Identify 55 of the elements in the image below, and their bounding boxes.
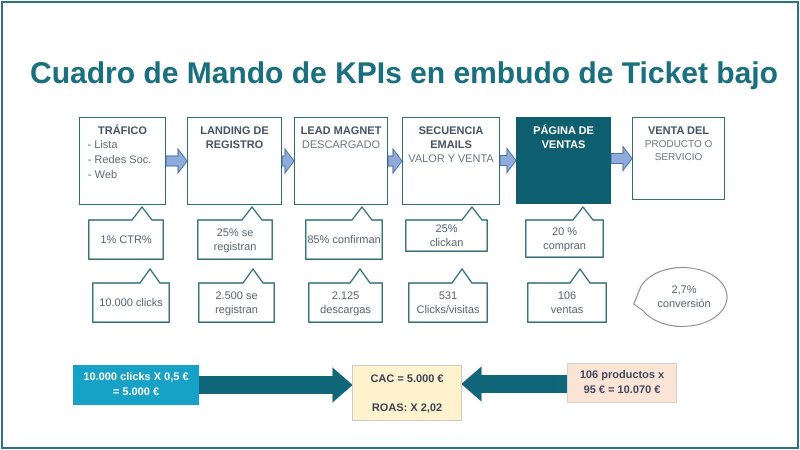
step-title: SECUENCIA EMAILS [418,124,484,152]
callout [525,206,604,258]
block-arrow [166,148,188,174]
process-box [516,117,611,204]
callout-text: 25% clickan [429,222,464,250]
block-arrow [500,147,517,174]
process-box [187,117,282,205]
callout-text: 1% CTR% [100,233,152,247]
callout-text: 10.000 clicks [98,296,164,310]
step-title: TRÁFICO [98,124,148,138]
callout-text: 106 ventas [550,289,584,317]
block-arrow [198,367,353,403]
callout [527,268,607,323]
callout-text: 531 Clicks/visitas [416,289,480,317]
callout [405,206,488,252]
formula-text: 10.000 clicks X 0,5 € = 5.000 € [82,370,190,400]
block-arrow [388,148,403,174]
block-arrow [282,148,295,174]
callout-text: 2.125 descargas [320,289,372,317]
callout-text: 25% se registran [213,226,257,254]
list-item: - Lista [87,138,118,153]
step-title: LEAD MAGNET [300,124,382,138]
bubble-text: 2,7% conversión [656,283,712,311]
formula-text: 106 productos x 95 € = 10.070 € [579,368,665,398]
step-subtitle: DESCARGADO [301,138,381,152]
list-item: - Web [87,168,118,183]
callout-text: 20 % compran [542,225,586,253]
metric-text: ROAS: X 2,02 [371,401,443,415]
formula-box [73,365,199,405]
formula-box [567,363,677,403]
speech-bubble [633,266,729,328]
title: Cuadro de Mando de KPIs en embudo de Ticket bajo [30,56,778,92]
callout [88,206,164,260]
callout [92,268,170,323]
callout [198,268,275,323]
callout [305,206,383,260]
process-box [402,117,500,205]
callout-text: 2.500 se registran [214,289,258,317]
callout [197,206,273,260]
process-box [79,117,166,205]
step-subtitle: PRODUCTO O SERVICIO [644,138,713,164]
result-box [352,365,462,421]
process-box [632,117,725,200]
step-subtitle: VALOR Y VENTA [408,152,494,166]
step-title: VENTA DEL [647,124,710,138]
block-arrow [610,145,633,172]
step-title: LANDING DE REGISTRO [200,124,270,152]
metric-text: CAC = 5.000 € [370,372,444,386]
list-item: - Redes Soc. [87,153,152,168]
callout-text: 85% confirman [306,233,382,247]
callout [408,268,488,323]
callout [308,268,383,323]
block-arrow [461,366,568,402]
process-box [294,117,388,205]
step-title: PÁGINA DE VENTAS [532,124,594,152]
